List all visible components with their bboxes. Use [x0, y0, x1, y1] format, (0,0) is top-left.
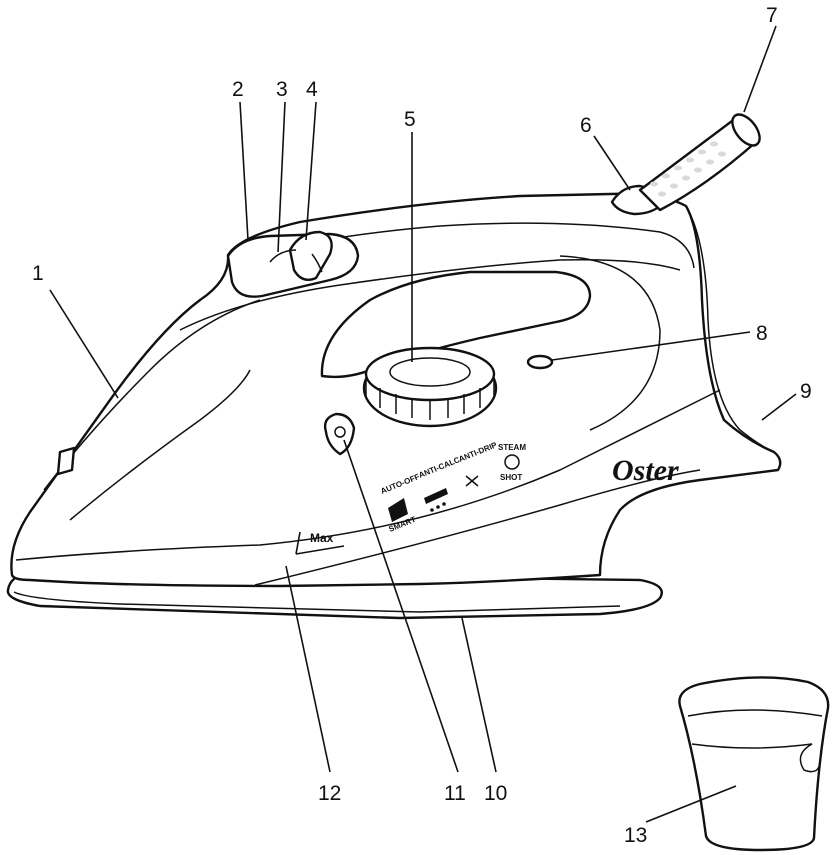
label-shot: SHOT	[500, 473, 522, 482]
callout-8: 8	[756, 322, 768, 345]
callout-3: 3	[276, 78, 288, 101]
callout-12: 12	[318, 782, 341, 805]
callout-2: 2	[232, 78, 244, 101]
steam-shot-icon	[504, 454, 520, 470]
anti-calc-icon	[424, 488, 448, 504]
max-fill-mark: Max	[295, 531, 345, 555]
callout-1: 1	[32, 262, 44, 285]
auto-off-icon	[388, 498, 408, 522]
callout-6: 6	[580, 114, 592, 137]
max-label: Max	[310, 531, 334, 545]
callout-5: 5	[404, 108, 416, 131]
brand-logo: Oster	[612, 454, 679, 487]
callout-9: 9	[800, 380, 812, 403]
measuring-cup	[678, 676, 830, 852]
indicator-light	[526, 354, 554, 370]
self-clean-button	[323, 412, 356, 456]
callout-11: 11	[444, 782, 466, 805]
temperature-dial	[362, 346, 498, 428]
anti-drip-icon	[465, 475, 479, 487]
callout-4: 4	[306, 78, 318, 101]
callout-10: 10	[484, 782, 507, 805]
callout-numbers: 1 2 3 4 5 6 7 8 9 10 11 12 13	[32, 4, 812, 847]
callout-7: 7	[766, 4, 778, 27]
power-cord	[638, 113, 761, 212]
label-steam: STEAM	[498, 443, 526, 452]
callout-13: 13	[624, 824, 647, 847]
leader-lines	[49, 25, 797, 823]
